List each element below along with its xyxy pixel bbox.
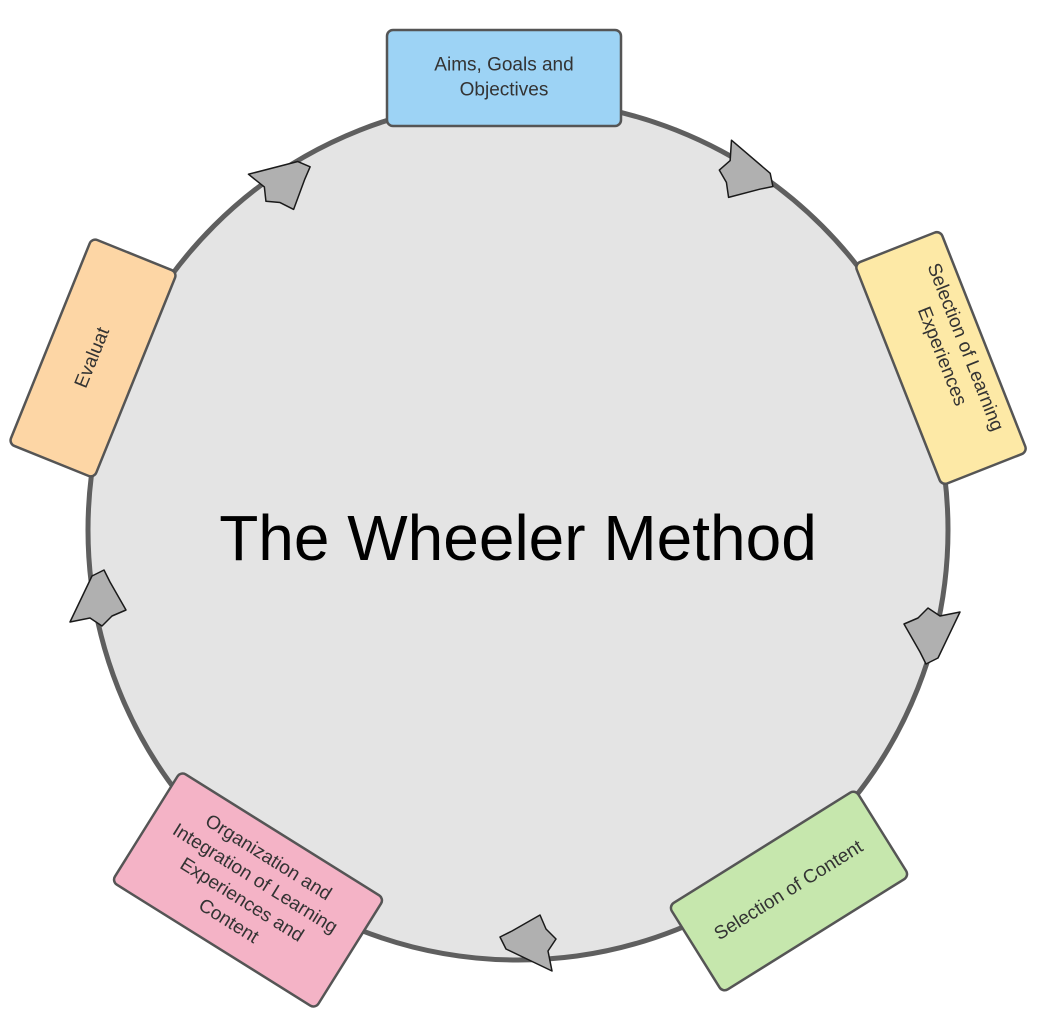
arrow-head-icon — [718, 139, 774, 199]
stage-box — [112, 772, 384, 1008]
stage-box — [9, 238, 177, 478]
stage-label-line: Objectives — [460, 80, 549, 101]
stage-box — [385, 28, 623, 128]
arrow-head-icon — [903, 607, 961, 665]
stage-box — [669, 790, 909, 992]
arrow-head-icon — [247, 160, 311, 211]
stage-box — [855, 230, 1027, 486]
diagram-title: The Wheeler Method — [219, 502, 817, 574]
arrow-head-icon — [499, 914, 557, 972]
arrow-head-icon — [69, 569, 127, 627]
stage-evaluation: Evaluat — [9, 238, 177, 478]
stage-label-line: Aims, Goals and — [434, 55, 573, 76]
arrows-layer — [69, 139, 961, 972]
